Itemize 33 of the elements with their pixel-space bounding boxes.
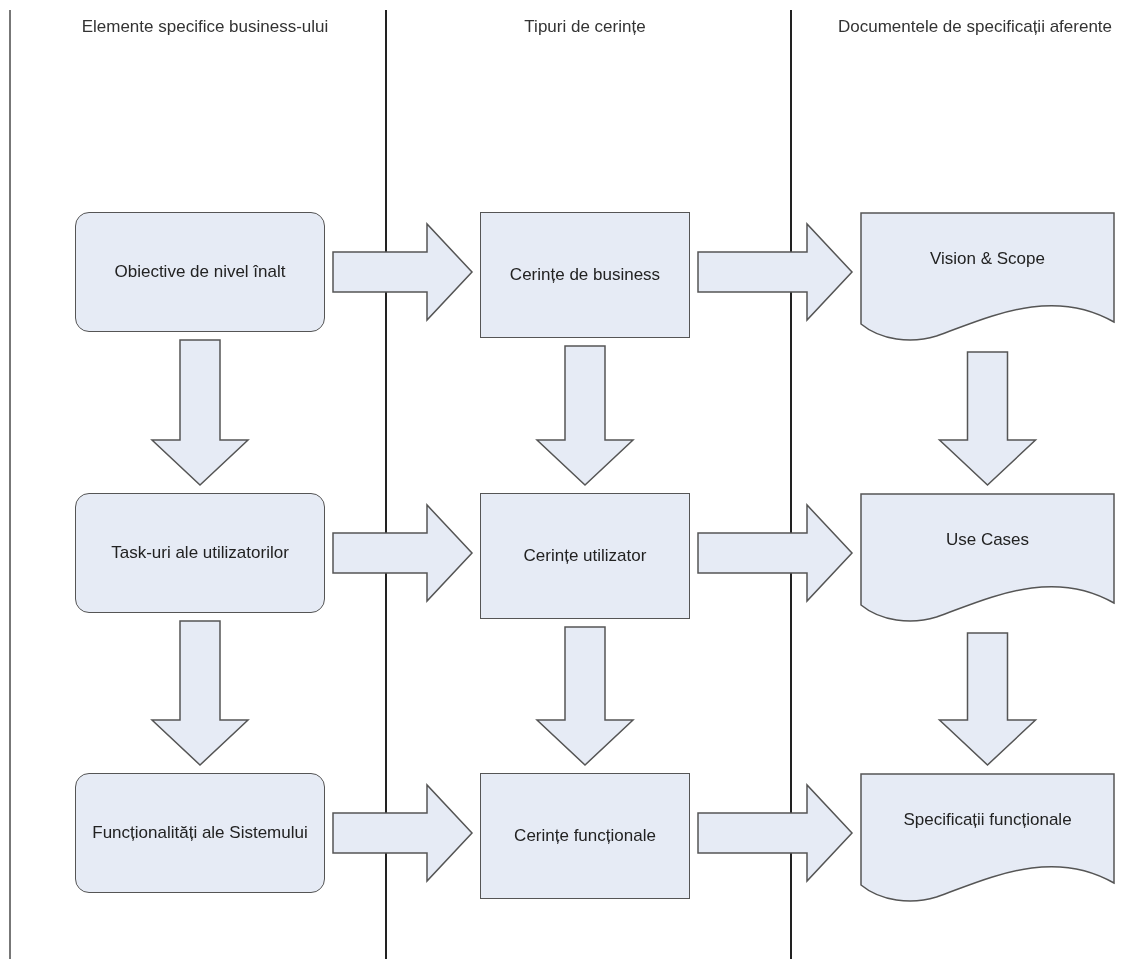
- block-arrow: [150, 339, 250, 487]
- block-arrow: [937, 351, 1038, 487]
- process-box: [480, 493, 690, 619]
- column-header: Elemente specifice business-ului: [80, 16, 330, 38]
- node-text: Cerințe funcționale: [513, 825, 657, 847]
- document-shape: [860, 493, 1115, 625]
- rounded-box: [75, 493, 325, 613]
- block-arrow: [332, 503, 474, 603]
- node-text: Task-uri ale utilizatorilor: [110, 542, 290, 564]
- rounded-box: [75, 773, 325, 893]
- node-text: Specificații funcționale: [902, 809, 1073, 831]
- block-arrow: [150, 620, 250, 767]
- block-arrow: [332, 783, 474, 883]
- column-header: Tipuri de cerințe: [523, 16, 647, 38]
- block-arrow: [535, 626, 635, 767]
- node-text: Cerințe de business: [508, 264, 662, 286]
- block-arrow: [937, 632, 1038, 767]
- block-arrow: [697, 222, 854, 322]
- block-arrow: [535, 345, 635, 487]
- block-arrow: [697, 783, 854, 883]
- process-box: [480, 212, 690, 338]
- block-arrow: [697, 503, 854, 603]
- process-box: [480, 773, 690, 899]
- node-text: Vision & Scope: [929, 248, 1046, 270]
- block-arrow: [332, 222, 474, 322]
- node-text: Obiective de nivel înalt: [113, 261, 287, 283]
- node-text: Cerințe utilizator: [522, 545, 648, 567]
- column-header: Documentele de specificații aferente: [836, 16, 1113, 38]
- node-text: Use Cases: [944, 529, 1031, 551]
- document-shape: [860, 773, 1115, 905]
- document-shape: [860, 212, 1115, 344]
- node-text: Funcționalități ale Sistemului: [91, 822, 309, 844]
- rounded-box: [75, 212, 325, 332]
